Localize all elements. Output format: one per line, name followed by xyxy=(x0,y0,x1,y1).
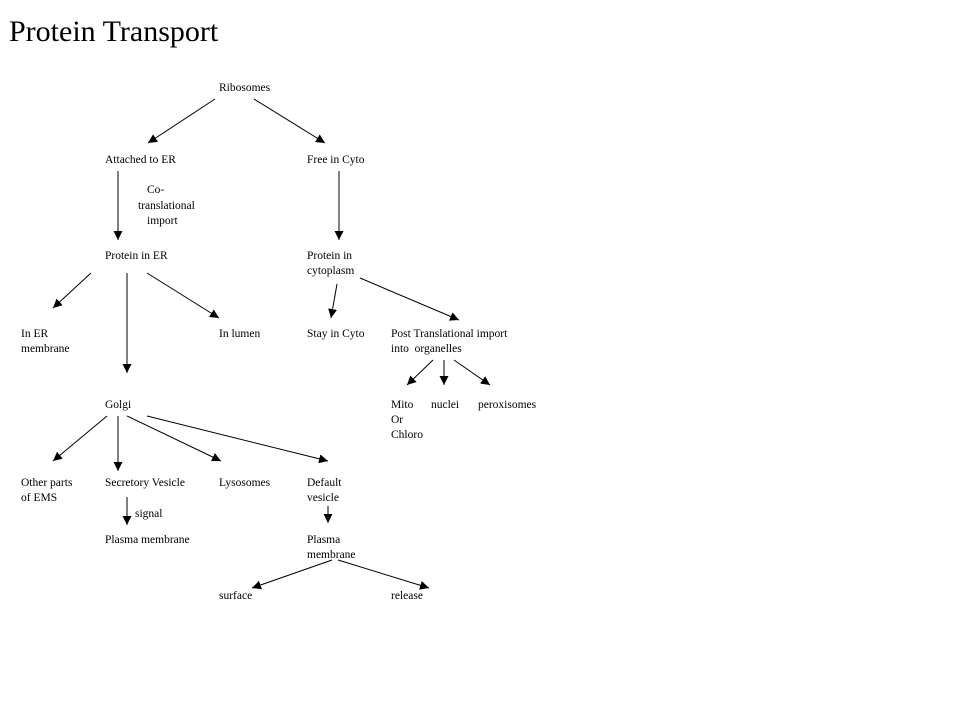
arrow-plasma-to-release xyxy=(337,559,430,590)
arrow-golgi-to-other-parts xyxy=(52,415,108,462)
node-plasma-membrane-right-2: membrane xyxy=(307,549,356,561)
arrow-protein-er-to-er-membrane xyxy=(52,272,92,309)
node-protein-in-cytoplasm-1: Protein in xyxy=(307,250,353,262)
node-mito-1: Mito xyxy=(391,399,414,411)
node-protein-in-er: Protein in ER xyxy=(105,250,168,262)
node-plasma-membrane-right-1: Plasma xyxy=(307,534,341,546)
node-release: release xyxy=(391,590,423,602)
arrow-post-to-mito xyxy=(406,359,434,386)
node-secretory-vesicle: Secretory Vesicle xyxy=(105,477,185,489)
node-free-in-cyto: Free in Cyto xyxy=(307,154,365,166)
arrow-cytoplasm-to-stay xyxy=(328,283,338,319)
node-in-er-membrane-1: In ER xyxy=(21,328,49,340)
node-ribosomes: Ribosomes xyxy=(219,82,271,94)
label-signal: signal xyxy=(135,508,163,520)
arrow-ribosomes-to-attached xyxy=(147,98,216,144)
node-post-translational-2: into organelles xyxy=(391,343,462,355)
arrow-cytoplasm-to-post-translational xyxy=(359,277,460,321)
arrow-ribosomes-to-free xyxy=(253,98,326,144)
node-default-vesicle-2: vesicle xyxy=(307,492,339,504)
node-plasma-membrane-left: Plasma membrane xyxy=(105,534,190,546)
node-in-er-membrane-2: membrane xyxy=(21,343,70,355)
node-peroxisomes: peroxisomes xyxy=(478,399,537,411)
arrow-protein-er-to-lumen xyxy=(146,272,220,319)
node-mito-2: Or xyxy=(391,414,404,426)
node-other-parts-1: Other parts xyxy=(21,477,73,489)
node-lysosomes: Lysosomes xyxy=(219,477,271,489)
node-post-translational-1: Post Translational import xyxy=(391,328,508,340)
node-nuclei: nuclei xyxy=(431,399,460,411)
node-other-parts-2: of EMS xyxy=(21,492,58,504)
node-in-lumen: In lumen xyxy=(219,328,261,340)
node-attached-to-er: Attached to ER xyxy=(105,154,176,166)
node-golgi: Golgi xyxy=(105,399,132,411)
node-default-vesicle-1: Default xyxy=(307,477,342,489)
page-title: Protein Transport xyxy=(9,15,219,48)
node-stay-in-cyto: Stay in Cyto xyxy=(307,328,365,340)
label-co-translational-3: import xyxy=(147,215,178,227)
arrow-golgi-to-default xyxy=(146,415,329,464)
node-protein-in-cytoplasm-2: cytoplasm xyxy=(307,265,355,277)
node-mito-3: Chloro xyxy=(391,429,423,441)
arrow-golgi-to-lysosomes xyxy=(126,415,222,462)
label-co-translational-1: Co- xyxy=(147,184,165,196)
node-surface: surface xyxy=(219,590,253,602)
label-co-translational-2: translational xyxy=(138,200,195,212)
arrow-plasma-to-surface xyxy=(251,559,333,590)
arrow-post-to-peroxisomes xyxy=(453,359,491,386)
